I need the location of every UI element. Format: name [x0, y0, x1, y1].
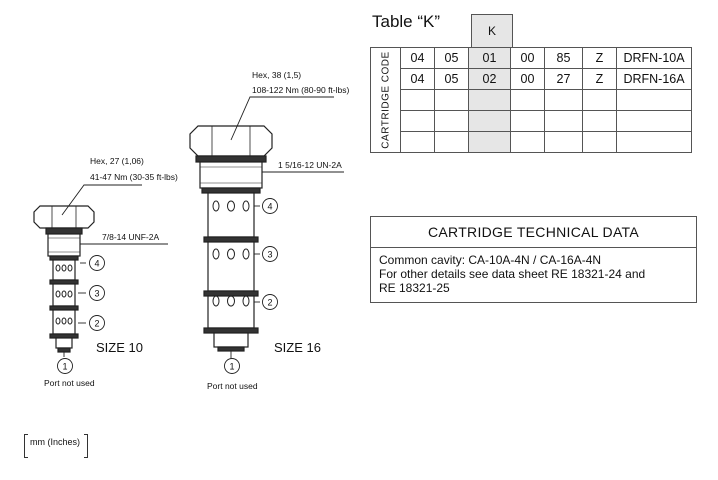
table-cell	[400, 131, 435, 153]
size16-port-3: 3	[267, 250, 272, 260]
cartridge-code-header: CARTRIDGE CODE	[370, 47, 401, 153]
size16-port-4: 4	[267, 202, 272, 212]
table-k-k-header: K	[471, 14, 513, 47]
table-cell	[544, 131, 583, 153]
units-bracket-right	[84, 434, 88, 458]
size16-ports	[212, 200, 250, 307]
size16-hex-nut	[189, 125, 273, 157]
table-cell: 05	[434, 47, 469, 69]
table-cell	[434, 110, 469, 132]
table-cell-k	[468, 131, 511, 153]
size10-port-1: 1	[62, 362, 67, 372]
table-cell	[582, 110, 617, 132]
table-row	[371, 110, 692, 132]
size16-port-2: 2	[267, 298, 272, 308]
size10-hex-nut	[33, 205, 95, 229]
table-cell	[434, 131, 469, 153]
table-row: CARTRIDGE CODE 04 05 01 00 85 Z DRFN-10A	[370, 47, 692, 153]
table-cell	[544, 89, 583, 111]
size16-section-2	[207, 295, 255, 329]
size16-thread-label: 1 5/16-12 UN-2A	[278, 160, 342, 170]
table-row	[371, 89, 692, 111]
table-cell	[434, 89, 469, 111]
table-cell: 00	[510, 68, 545, 90]
size10-port-4: 4	[94, 259, 99, 269]
table-row: 04 05 02 00 27 Z DRFN-16A	[371, 68, 692, 90]
table-cell	[616, 131, 692, 153]
table-cell	[544, 110, 583, 132]
table-cell	[616, 89, 692, 111]
table-cell	[510, 110, 545, 132]
table-cell: 05	[434, 68, 469, 90]
size10-port-note: Port not used	[44, 378, 95, 388]
table-cell	[510, 131, 545, 153]
technical-data-body: Common cavity: CA-10A-4N / CA-16A-4N For…	[371, 248, 696, 300]
technical-data-title: CARTRIDGE TECHNICAL DATA	[371, 217, 696, 248]
table-cell: DRFN-16A	[616, 68, 692, 90]
table-cell: 27	[544, 68, 583, 90]
technical-data-line-3: RE 18321-25	[379, 281, 450, 295]
table-cell: Z	[582, 68, 617, 90]
size10-nose	[55, 337, 73, 349]
size10-ports	[55, 264, 73, 325]
size16-hex-label: Hex, 38 (1,5)	[252, 70, 301, 80]
technical-data-line-1: Common cavity: CA-10A-4N / CA-16A-4N	[379, 253, 602, 267]
table-k: CARTRIDGE CODE 04 05 01 00 85 Z DRFN-10A…	[370, 47, 692, 153]
units-note: mm (Inches)	[30, 437, 81, 447]
size16-torque-label: 108-122 Nm (80-90 ft-lbs)	[252, 85, 349, 95]
size16-label: SIZE 16	[274, 340, 321, 355]
table-cell-k: 02	[468, 68, 511, 90]
table-cell: 04	[400, 47, 435, 69]
size16-thread-body	[199, 161, 263, 189]
size16-cartridge	[189, 125, 273, 352]
size16-section-3	[207, 241, 255, 292]
table-cell	[400, 110, 435, 132]
size16-nose	[213, 332, 249, 348]
size10-torque-label: 41-47 Nm (30-35 ft-lbs)	[90, 172, 178, 182]
units-bracket-left	[24, 434, 28, 458]
table-cell-k	[468, 110, 511, 132]
table-k-title: Table “K”	[372, 12, 441, 31]
table-cell: Z	[582, 47, 617, 69]
table-cell	[616, 110, 692, 132]
size16-port-note: Port not used	[207, 381, 258, 391]
table-cell-k	[468, 89, 511, 111]
technical-data-line-2: For other details see data sheet RE 1832…	[379, 267, 646, 281]
size10-cartridge	[33, 205, 95, 353]
table-cell: 85	[544, 47, 583, 69]
table-cell	[582, 89, 617, 111]
table-cell: 00	[510, 47, 545, 69]
size10-hex-label: Hex, 27 (1,06)	[90, 156, 144, 166]
table-cell: DRFN-10A	[616, 47, 692, 69]
size16-collar	[195, 155, 267, 163]
size10-thread-body	[47, 233, 81, 257]
size10-collar	[45, 227, 83, 235]
table-row	[371, 131, 692, 153]
table-cell: 04	[400, 68, 435, 90]
table-cell	[510, 89, 545, 111]
size10-label: SIZE 10	[96, 340, 143, 355]
table-cell	[582, 131, 617, 153]
size16-port-1: 1	[229, 362, 234, 372]
size10-port-2: 2	[94, 319, 99, 329]
cartridge-code-label: CARTRIDGE CODE	[380, 51, 391, 149]
size16-section-4	[207, 192, 255, 238]
table-cell	[400, 89, 435, 111]
size10-port-3: 3	[94, 289, 99, 299]
size10-thread-label: 7/8-14 UNF-2A	[102, 232, 159, 242]
technical-data-box: CARTRIDGE TECHNICAL DATA Common cavity: …	[370, 216, 697, 303]
table-cell-k: 01	[468, 47, 511, 69]
